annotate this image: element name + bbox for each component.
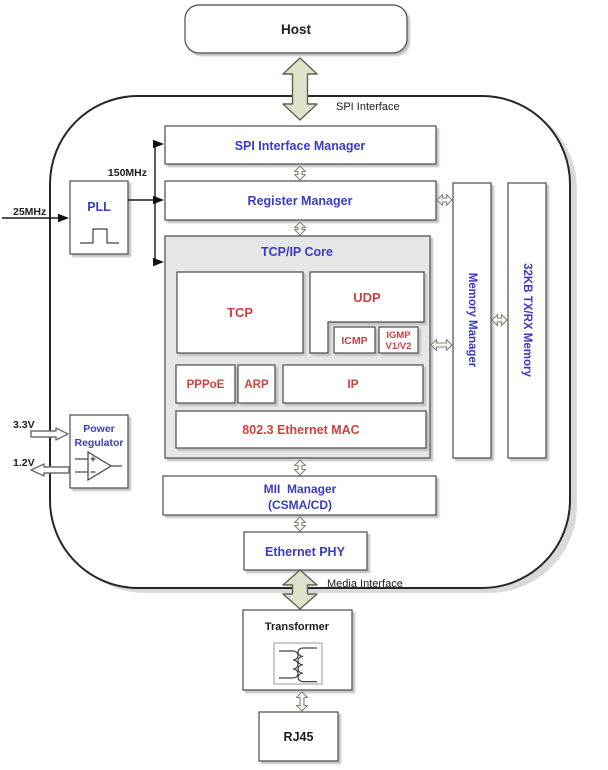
clock-pulse-icon xyxy=(80,228,119,244)
pll-box xyxy=(69,180,129,255)
power-in-arrow-icon xyxy=(30,427,69,441)
ip-box xyxy=(282,364,424,404)
flow-arrow-mii-phy-icon xyxy=(293,516,307,532)
spi-manager-label: SPI Interface Manager xyxy=(235,139,366,153)
media-double-arrow-icon xyxy=(282,569,318,610)
icmp-box xyxy=(333,326,376,354)
transformer-label: Transformer xyxy=(265,621,330,633)
txrx-memory-label: 32KB TX/RX Memory xyxy=(521,263,533,377)
spi-interface-label: SPI Interface xyxy=(336,101,400,113)
arp-label: ARP xyxy=(244,379,269,391)
pppoe-box xyxy=(175,364,236,404)
udp-box xyxy=(309,271,425,354)
txrx-memory-box xyxy=(507,182,547,459)
register-manager-label: Register Manager xyxy=(248,194,353,208)
clock-output-label: 150MHz xyxy=(108,167,147,179)
host-box xyxy=(184,4,408,54)
power-out-arrow-icon xyxy=(30,463,70,477)
flow-arrow-core-mii-icon xyxy=(293,459,307,476)
spi-manager-box xyxy=(164,125,437,165)
mac-label: 802.3 Ethernet MAC xyxy=(242,423,359,437)
power-regulator-box xyxy=(69,414,129,489)
memory-manager-box xyxy=(452,182,492,459)
media-interface-label: Media Interface xyxy=(327,578,403,590)
mii-manager-label-line2: (CSMA/CD) xyxy=(268,498,332,512)
clock-input-label: 25MHz xyxy=(13,206,46,218)
igmp-label-line1: IGMP xyxy=(386,330,411,341)
power-in-label: 3.3V xyxy=(13,419,35,431)
host-label: Host xyxy=(281,22,312,37)
ethernet-phy-box xyxy=(243,531,368,571)
mii-manager-label-line1: MII Manager xyxy=(264,482,337,496)
igmp-label-line2: V1/V2 xyxy=(386,341,412,352)
pll-label: PLL xyxy=(87,200,111,214)
ethernet-phy-label: Ethernet PHY xyxy=(265,545,346,559)
power-regulator-label-line2: Regulator xyxy=(74,437,123,449)
icmp-label: ICMP xyxy=(341,335,367,347)
flow-arrow-spi-reg-icon xyxy=(293,165,307,181)
arp-box xyxy=(237,364,276,404)
flow-arrow-reg-memmgr-icon xyxy=(436,193,453,207)
udp-label: UDP xyxy=(353,290,381,305)
ip-label: IP xyxy=(347,377,358,391)
flow-arrow-core-memmgr-icon xyxy=(430,338,453,352)
power-out-label: 1.2V xyxy=(13,457,35,469)
memory-manager-label: Memory Manager xyxy=(466,273,478,368)
register-manager-box xyxy=(164,180,437,221)
transformer-coil-icon xyxy=(273,642,323,685)
tcp-box xyxy=(176,271,304,354)
clock-wires xyxy=(2,139,164,267)
mac-box xyxy=(175,410,427,449)
rj45-box xyxy=(258,711,339,762)
flow-arrow-transformer-rj45-icon xyxy=(295,691,309,712)
flow-arrow-memmgr-memory-icon xyxy=(491,313,508,327)
spi-double-arrow-icon xyxy=(282,57,318,121)
rj45-label: RJ45 xyxy=(284,730,314,744)
opamp-icon xyxy=(75,450,122,482)
pppoe-label: PPPoE xyxy=(187,379,225,391)
mii-manager-box xyxy=(162,475,437,516)
igmp-box xyxy=(378,326,419,354)
tcp-label: TCP xyxy=(227,305,253,320)
power-regulator-label-line1: Power xyxy=(83,423,115,435)
tcpip-core-title: TCP/IP Core xyxy=(261,245,333,259)
flow-arrow-reg-core-icon xyxy=(293,221,307,236)
